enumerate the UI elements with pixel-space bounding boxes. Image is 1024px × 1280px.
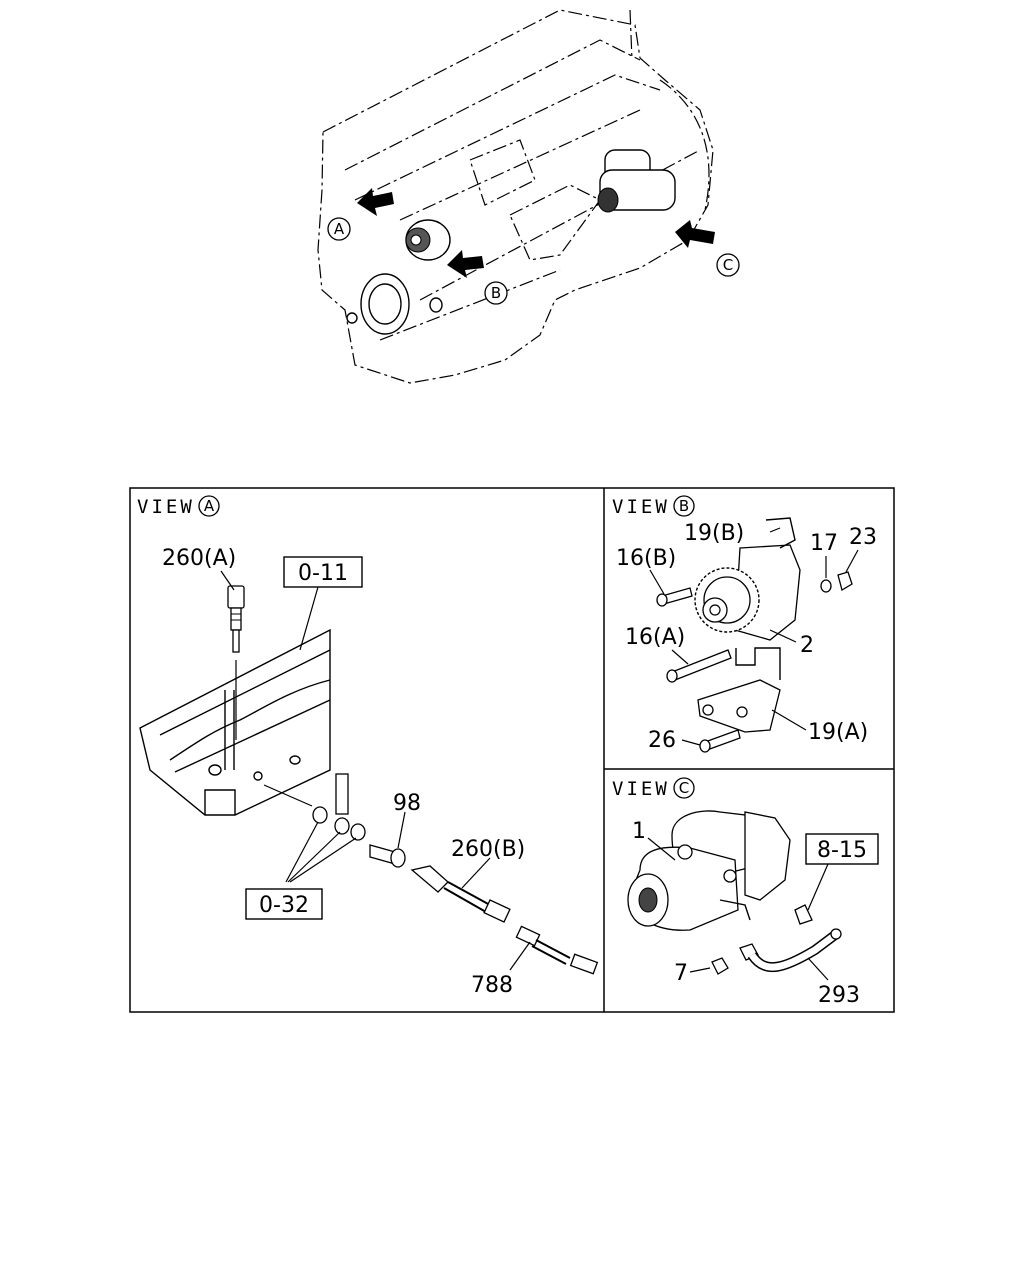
bolt-icon	[794, 904, 813, 925]
starter-motor-1-icon	[627, 810, 791, 931]
callout-a: A	[327, 217, 351, 241]
view-c-title: VIEW	[612, 778, 670, 800]
cylinder-head-drawing	[139, 628, 331, 816]
arrow-a-icon	[357, 188, 394, 216]
view-b-letter: B	[679, 497, 689, 515]
callout-b: B	[484, 281, 508, 305]
label-2: 2	[800, 633, 814, 658]
view-c-letter: C	[679, 779, 689, 797]
bracket-19a-icon	[697, 647, 781, 733]
label-17: 17	[810, 531, 838, 556]
arrow-b-icon	[447, 250, 484, 278]
label-16a: 16(A)	[625, 625, 685, 650]
label-293: 293	[818, 983, 860, 1008]
view-b-panel: VIEW B 16(B) 16(A) 17 23	[612, 495, 877, 753]
arrow-c-icon	[675, 220, 715, 248]
view-a-panel: VIEW A 260(A) 0-11	[137, 495, 599, 998]
label-98: 98	[393, 791, 421, 816]
starter-icon	[597, 149, 676, 213]
bolt-16a-icon	[666, 649, 732, 683]
view-a-letter: A	[204, 497, 215, 515]
alternator-icon	[405, 219, 451, 261]
bolt-16b-icon	[656, 587, 693, 607]
washer-icon	[312, 773, 366, 841]
view-a-title: VIEW	[137, 496, 195, 518]
svg-text:C: C	[723, 256, 733, 274]
bolt-26-icon	[699, 729, 741, 753]
engine-overview: A B C	[317, 9, 740, 384]
label-19b: 19(B)	[684, 521, 744, 546]
label-788: 788	[471, 973, 513, 998]
svg-text:B: B	[491, 284, 501, 302]
label-23: 23	[849, 525, 877, 550]
label-26: 26	[648, 728, 676, 753]
label-260a: 260(A)	[162, 546, 236, 571]
ref-8-15: 8-15	[817, 838, 867, 863]
bolt-98-icon	[369, 844, 406, 868]
views-frame	[129, 487, 895, 1013]
view-c-panel: VIEW C 1 8-15 293	[612, 777, 879, 1008]
label-1: 1	[632, 819, 646, 844]
nut-7-icon	[711, 957, 729, 975]
cable-293-icon	[739, 928, 842, 973]
label-260b: 260(B)	[451, 837, 525, 862]
sensor-260a-icon	[227, 585, 245, 653]
view-b-title: VIEW	[612, 496, 670, 518]
nut-23-icon	[837, 571, 853, 592]
sensor-260b-icon	[410, 865, 511, 923]
label-16b: 16(B)	[616, 546, 676, 571]
alternator-2-icon	[694, 517, 801, 641]
label-7: 7	[674, 961, 688, 986]
svg-text:A: A	[334, 220, 345, 238]
ref-0-32: 0-32	[259, 893, 309, 918]
connector-788-icon	[515, 925, 599, 975]
callout-c: C	[716, 253, 740, 277]
label-19a: 19(A)	[808, 720, 868, 745]
ref-0-11: 0-11	[298, 561, 348, 586]
washer-17-icon	[820, 579, 832, 593]
